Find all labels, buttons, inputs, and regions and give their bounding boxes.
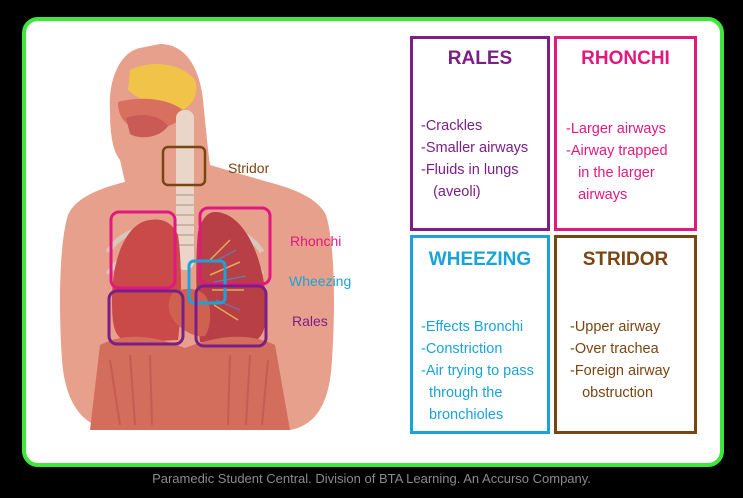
list-item: -Effects Bronchi bbox=[421, 319, 524, 335]
list-item: bronchioles bbox=[421, 407, 504, 423]
stridor-card-list: -Upper airway -Over trachea -Foreign air… bbox=[570, 316, 670, 404]
rales-highlight-box-left bbox=[107, 289, 185, 346]
rhonchi-card: RHONCHI -Larger airways -Airway trapped … bbox=[554, 36, 697, 231]
wheezing-card-list: -Effects Bronchi -Constriction -Air tryi… bbox=[421, 316, 534, 426]
rhonchi-highlight-box-left bbox=[109, 210, 177, 290]
wheezing-label: Wheezing bbox=[289, 273, 352, 289]
footer-credit: Paramedic Student Central. Division of B… bbox=[152, 471, 591, 486]
wheezing-card-title: WHEEZING bbox=[428, 249, 532, 270]
list-item: -Smaller airways bbox=[421, 140, 529, 156]
heart bbox=[168, 288, 211, 337]
rhonchi-highlight-box-right bbox=[198, 206, 272, 286]
stridor-label: Stridor bbox=[228, 160, 270, 176]
stridor-card-title: STRIDOR bbox=[582, 249, 669, 270]
left-lung bbox=[112, 219, 181, 342]
rales-highlight-box-right bbox=[194, 284, 268, 348]
list-item: (aveoli) bbox=[421, 184, 481, 200]
list-item: -Crackles bbox=[421, 118, 483, 134]
list-item: obstruction bbox=[570, 385, 654, 401]
list-item: -Constriction bbox=[421, 341, 503, 357]
list-item: -Over trachea bbox=[570, 341, 659, 357]
trachea bbox=[176, 110, 194, 270]
list-item: airways bbox=[566, 187, 628, 203]
list-item: -Upper airway bbox=[570, 319, 661, 335]
right-lung bbox=[196, 212, 267, 344]
list-item: -Fluids in lungs bbox=[421, 162, 519, 178]
rhonchi-label: Rhonchi bbox=[290, 233, 342, 249]
wheezing-card: WHEEZING -Effects Bronchi -Constriction … bbox=[410, 235, 550, 434]
list-item: -Airway trapped bbox=[566, 143, 668, 159]
stridor-card: STRIDOR -Upper airway -Over trachea -For… bbox=[554, 235, 697, 434]
wheezing-highlight-box bbox=[187, 259, 227, 305]
rales-label: Rales bbox=[292, 313, 328, 329]
rales-card-list: -Crackles -Smaller airways -Fluids in lu… bbox=[421, 115, 528, 203]
list-item: -Air trying to pass bbox=[421, 363, 534, 379]
rales-card: RALES -Crackles -Smaller airways -Fluids… bbox=[410, 36, 550, 231]
list-item: in the larger bbox=[566, 165, 655, 181]
list-item: -Larger airways bbox=[566, 121, 666, 137]
list-item: through the bbox=[421, 385, 503, 401]
stridor-highlight-box bbox=[161, 145, 207, 187]
diaphragm bbox=[90, 336, 290, 430]
list-item: -Foreign airway bbox=[570, 363, 670, 379]
tongue bbox=[126, 114, 168, 138]
rhonchi-card-list: -Larger airways -Airway trapped in the l… bbox=[566, 118, 668, 206]
rhonchi-card-title: RHONCHI bbox=[581, 48, 670, 69]
rales-card-title: RALES bbox=[447, 48, 513, 69]
